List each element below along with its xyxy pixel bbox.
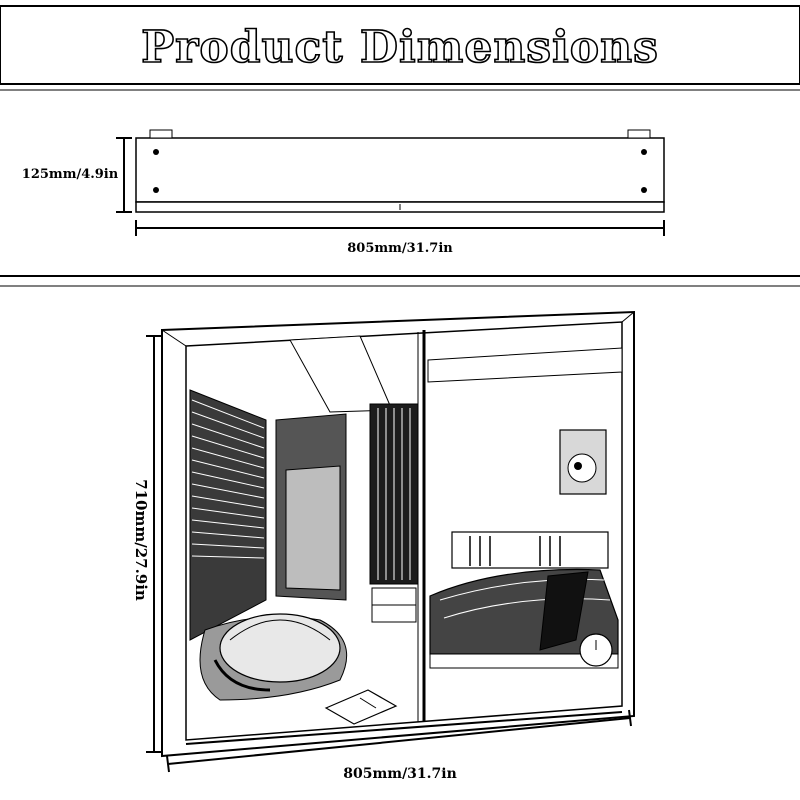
top-width-dimension-line — [135, 220, 665, 236]
screw-hole-icon — [153, 187, 159, 193]
depth-dimension-line — [116, 137, 132, 213]
book-icon — [324, 689, 398, 725]
screw-hole-icon — [641, 149, 647, 155]
height-label: 710mm/27.9in — [132, 479, 150, 601]
depth-label: 125mm/4.9in — [22, 167, 119, 182]
top-width-label: 805mm/31.7in — [347, 241, 453, 256]
section-divider — [0, 275, 800, 287]
screw-hole-icon — [641, 187, 647, 193]
right-mirror-door — [427, 347, 623, 669]
cabinet-front-view — [161, 310, 635, 758]
front-width-label: 805mm/31.7in — [343, 766, 457, 782]
height-dimension-line — [146, 335, 162, 753]
top-view: 125mm/4.9in 805mm/31.7in — [22, 129, 665, 256]
front-width-dimension-line — [166, 709, 632, 773]
screw-hole-icon — [153, 149, 159, 155]
title-banner: Product Dimensions — [0, 5, 800, 91]
page-title: Product Dimensions — [141, 22, 659, 73]
left-mirror-door — [189, 335, 419, 725]
